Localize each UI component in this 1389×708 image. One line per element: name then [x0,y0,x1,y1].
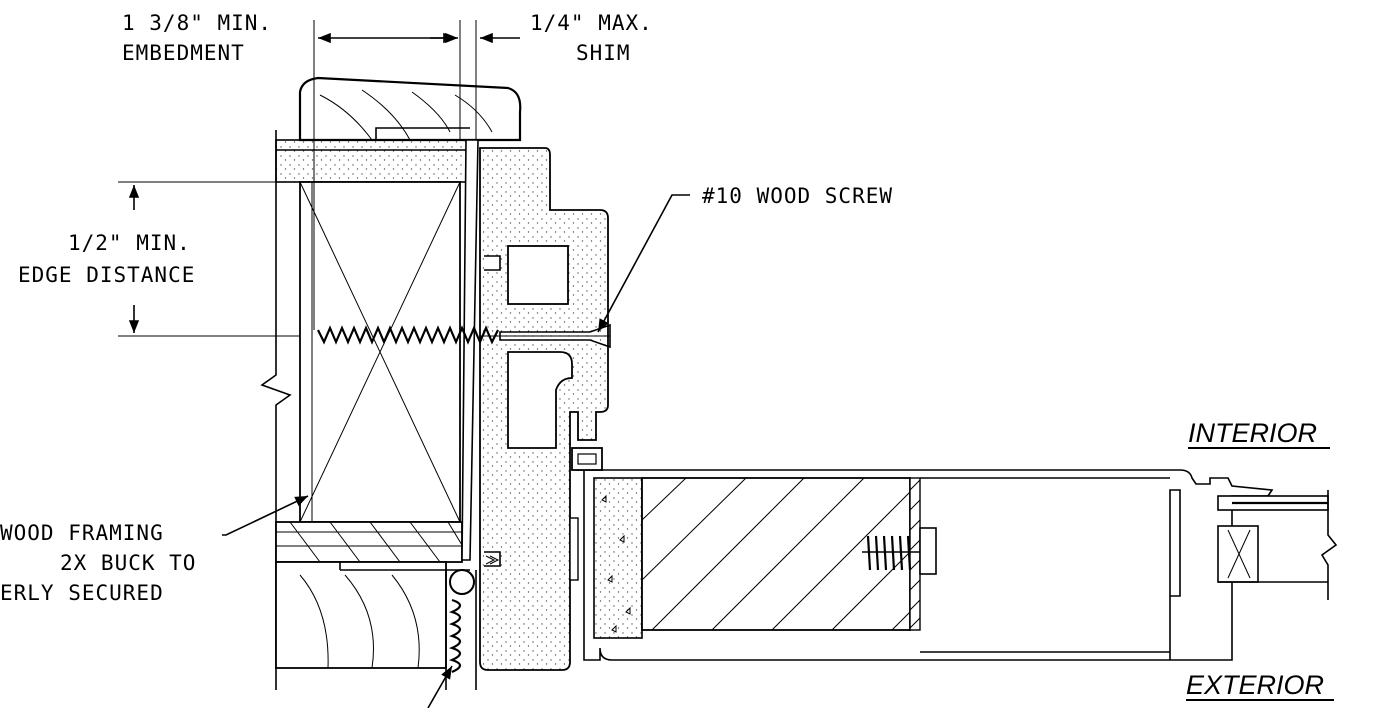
wood-stool [298,76,522,142]
sash-section [569,447,1274,661]
drywall-strip [275,139,477,183]
screw-label: #10 WOOD SCREW [702,184,893,208]
embedment-label-line2: EMBEDMENT [122,41,245,65]
sill-plate [275,521,463,563]
glazing-unit [1217,490,1338,600]
wood-buck [299,181,461,523]
shim-label-line1: 1/4" MAX. [530,11,653,35]
interior-label: INTERIOR [1188,418,1317,448]
shim [461,139,479,561]
leaders [222,194,690,708]
framing-label-line2: 2X BUCK TO [60,551,196,575]
edge-distance-line2: EDGE DISTANCE [18,263,195,287]
backer-rod-sealant [445,569,477,690]
lower-wood-member [275,561,470,669]
edge-distance-line1: 1/2" MIN. [68,231,191,255]
wall-framing [260,130,292,690]
embedment-label-line1: 1 3/8" MIN. [122,11,272,35]
exterior-label: EXTERIOR [1186,670,1324,700]
shim-label-line2: SHIM [576,41,631,65]
dim-shim [430,20,520,140]
window-frame-jamb [479,147,609,671]
wood-screw [317,323,611,349]
framing-label-line1: WOOD FRAMING [0,521,164,545]
framing-label-line3: ERLY SECURED [0,581,164,605]
dim-edge-distance [118,181,300,337]
